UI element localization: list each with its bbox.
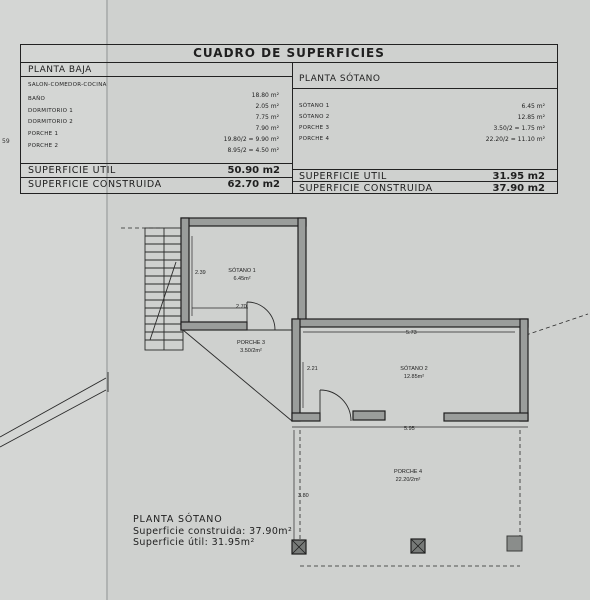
surface-table: CUADRO DE SUPERFICIES PLANTA BAJA SALON-… bbox=[20, 44, 558, 194]
left-heading-rule bbox=[21, 76, 292, 77]
right-util-row: SUPERFICIE UTIL 31.95 m2 bbox=[292, 169, 557, 183]
room-sotano-1-area: 6.45m² bbox=[233, 276, 250, 282]
pillar-middle bbox=[410, 538, 426, 554]
right-row-label: SÓTANO 1 bbox=[299, 103, 330, 109]
right-heading: PLANTA SÓTANO bbox=[299, 74, 381, 84]
left-row-label: SALON-COMEDOR-COCINA bbox=[28, 82, 107, 88]
room-porche-4-area: 22.20/2m² bbox=[396, 477, 421, 483]
left-row-value: 8.95/2 = 4.50 m² bbox=[227, 147, 279, 154]
right-util-label: SUPERFICIE UTIL bbox=[299, 171, 387, 182]
right-util-value: 31.95 m2 bbox=[492, 171, 546, 182]
left-row-label: DORMITORIO 1 bbox=[28, 108, 74, 114]
left-util-row: SUPERFICIE UTIL 50.90 m2 bbox=[21, 163, 292, 177]
plan-caption-construida: Superficie construida: 37.90m² bbox=[133, 525, 293, 537]
wall-sotano-2 bbox=[291, 318, 529, 422]
right-construida-label: SUPERFICIE CONSTRUIDA bbox=[299, 183, 433, 194]
door-sotano-1 bbox=[246, 301, 276, 331]
dim-2-21: 2.21 bbox=[307, 366, 318, 372]
right-row-label: SÓTANO 2 bbox=[299, 114, 330, 120]
right-heading-rule bbox=[292, 88, 557, 89]
right-construida-row: SUPERFICIE CONSTRUIDA 37.90 m2 bbox=[292, 181, 557, 195]
porche-4-outline bbox=[299, 430, 521, 567]
dimension-lines bbox=[191, 236, 528, 552]
left-construida-row: SUPERFICIE CONSTRUIDA 62.70 m2 bbox=[21, 177, 292, 191]
room-sotano-2-area: 12.85m² bbox=[404, 374, 424, 380]
right-edge-dash bbox=[120, 227, 589, 336]
left-sheet-linework bbox=[0, 372, 109, 448]
table-title: CUADRO DE SUPERFICIES bbox=[21, 45, 557, 63]
right-row-value: 22.20/2 = 11.10 m² bbox=[485, 136, 545, 143]
dim-3-80: 3.80 bbox=[298, 493, 309, 499]
plan-caption: PLANTA SÓTANO Superficie construida: 37.… bbox=[133, 514, 292, 549]
dim-2-70: 2.70 bbox=[236, 304, 247, 310]
stair bbox=[144, 227, 184, 351]
left-construida-label: SUPERFICIE CONSTRUIDA bbox=[28, 179, 162, 190]
door-sotano-2 bbox=[319, 389, 352, 422]
right-row-label: PORCHE 3 bbox=[299, 125, 330, 131]
left-row-label: BAÑO bbox=[28, 96, 46, 102]
plan-caption-util: Superficie útil: 31.95m² bbox=[133, 537, 255, 548]
left-row-value: 2.05 m² bbox=[255, 103, 279, 110]
room-porche-3-area: 3.50/2m² bbox=[240, 348, 262, 354]
room-sotano-2-name: SÓTANO 2 bbox=[400, 365, 427, 372]
right-row-value: 3.50/2 = 1.75 m² bbox=[493, 125, 545, 132]
right-construida-value: 37.90 m2 bbox=[492, 183, 546, 194]
pillar-right bbox=[506, 535, 523, 552]
dim-2-39: 2.39 bbox=[195, 270, 206, 276]
left-construida-value: 62.70 m2 bbox=[227, 179, 281, 190]
left-row-value: 7.90 m² bbox=[255, 125, 279, 132]
paper-fold-edge bbox=[106, 0, 108, 600]
right-row-value: 6.45 m² bbox=[521, 103, 545, 110]
porche-3-outline bbox=[182, 329, 293, 422]
left-util-value: 50.90 m2 bbox=[227, 165, 281, 176]
right-row-label: PORCHE 4 bbox=[299, 136, 330, 142]
margin-mark: 59 bbox=[2, 138, 10, 145]
left-row-label: PORCHE 2 bbox=[28, 143, 59, 149]
left-row-label: PORCHE 1 bbox=[28, 131, 59, 137]
left-row-value: 19.80/2 = 9.90 m² bbox=[223, 136, 279, 143]
plan-caption-title: PLANTA SÓTANO bbox=[133, 514, 223, 525]
room-porche-4-name: PORCHE 4 bbox=[394, 469, 422, 475]
paper-left-sheet bbox=[0, 0, 108, 600]
room-sotano-1-name: SÓTANO 1 bbox=[228, 267, 255, 274]
dim-5-95: 5.95 bbox=[404, 426, 415, 432]
left-row-value: 7.75 m² bbox=[255, 114, 279, 121]
right-row-value: 12.85 m² bbox=[517, 114, 545, 121]
left-util-label: SUPERFICIE UTIL bbox=[28, 165, 116, 176]
left-row-label: DORMITORIO 2 bbox=[28, 119, 74, 125]
dim-5-73: 5.73 bbox=[406, 330, 417, 336]
pillar-left bbox=[291, 539, 307, 555]
left-heading: PLANTA BAJA bbox=[28, 65, 92, 75]
left-row-value: 18.80 m² bbox=[251, 92, 279, 99]
room-porche-3-name: PORCHE 3 bbox=[237, 340, 265, 346]
column-divider bbox=[292, 62, 293, 193]
